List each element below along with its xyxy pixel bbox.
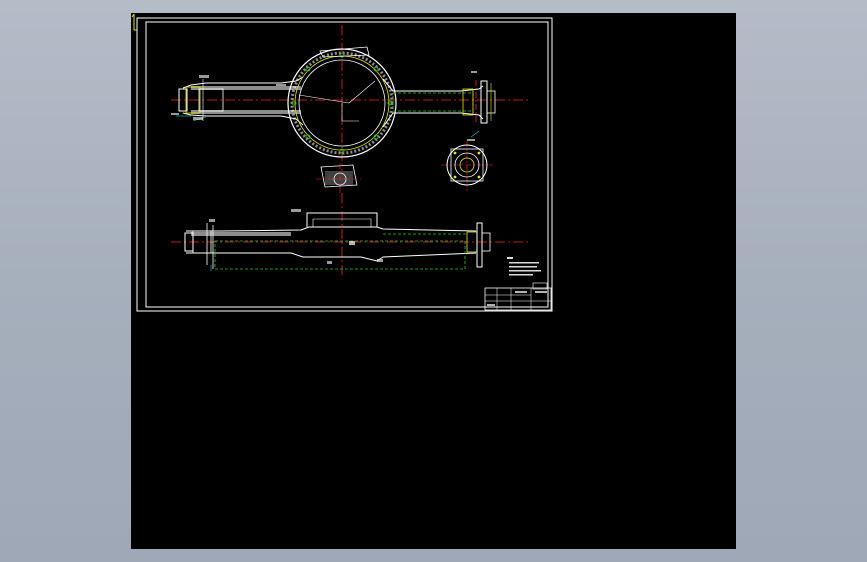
drawing-canvas (136, 17, 553, 312)
flange-end-view (441, 141, 493, 191)
sheet-inner-border (145, 21, 549, 308)
ucs-icon (131, 13, 137, 31)
sheet-outer-border (136, 17, 553, 312)
section-detail (316, 163, 361, 193)
technical-notes (507, 257, 541, 276)
title-block (484, 282, 552, 311)
drawing-viewport[interactable] (131, 13, 736, 549)
front-view (171, 193, 531, 275)
top-view (171, 25, 529, 171)
